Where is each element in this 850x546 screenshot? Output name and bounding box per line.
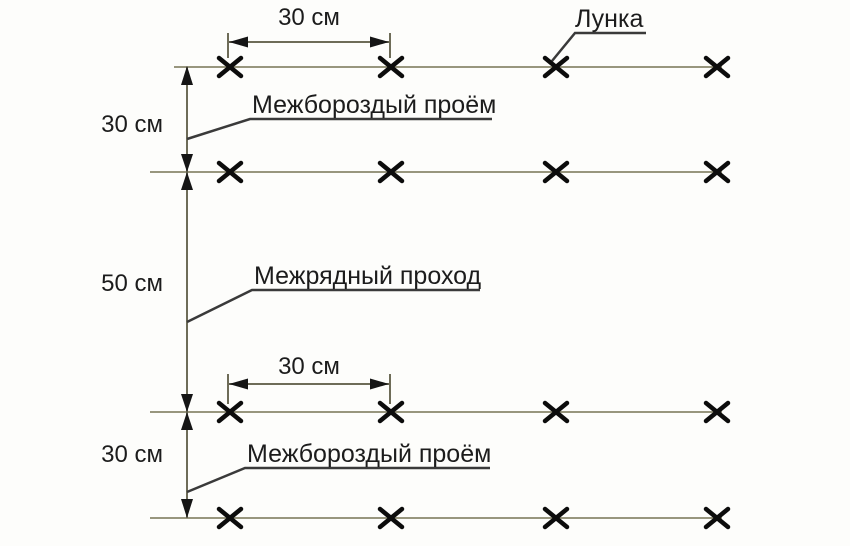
arrow-right-icon bbox=[370, 36, 389, 48]
dimension-label-interfurrow-gap-top: 30 см bbox=[101, 111, 163, 138]
leader-hole bbox=[551, 31, 646, 62]
arrow-left-icon bbox=[229, 36, 248, 48]
vertical-dimension-arrowheads bbox=[181, 66, 193, 518]
callout-label-interfurrow-gap-bottom: Межбороздый проём bbox=[247, 440, 492, 468]
arrow-up-icon bbox=[181, 412, 193, 430]
furrow-row-lines bbox=[150, 66, 722, 519]
dimension-label-interfurrow-gap-bottom: 30 см bbox=[101, 441, 163, 468]
callout-label-interfurrow-gap-top: Межбороздый проём bbox=[252, 91, 497, 119]
arrow-down-icon bbox=[181, 499, 193, 518]
vertical-dimension-line bbox=[181, 66, 193, 518]
dimension-label-hole-spacing-top: 30 см bbox=[278, 4, 340, 31]
arrow-down-icon bbox=[181, 394, 193, 412]
callout-label-hole: Лунка bbox=[575, 5, 644, 33]
arrow-up-icon bbox=[181, 66, 193, 85]
arrow-right-icon bbox=[370, 378, 389, 390]
leader-interfurrow-bottom bbox=[186, 466, 490, 494]
arrow-down-icon bbox=[181, 154, 193, 172]
dimension-label-interrow-passage: 50 см bbox=[101, 270, 163, 297]
dimension-label-hole-spacing-mid: 30 см bbox=[278, 353, 340, 380]
callout-label-interrow-passage: Межрядный проход bbox=[254, 262, 482, 290]
dimension-hole-spacing-mid bbox=[227, 374, 391, 404]
leader-lines bbox=[186, 31, 646, 494]
arrow-up-icon bbox=[181, 172, 193, 190]
dimension-hole-spacing-top bbox=[227, 33, 391, 58]
arrow-left-icon bbox=[229, 378, 248, 390]
leader-interfurrow-top bbox=[186, 117, 492, 141]
leader-interrow-passage bbox=[186, 288, 480, 324]
